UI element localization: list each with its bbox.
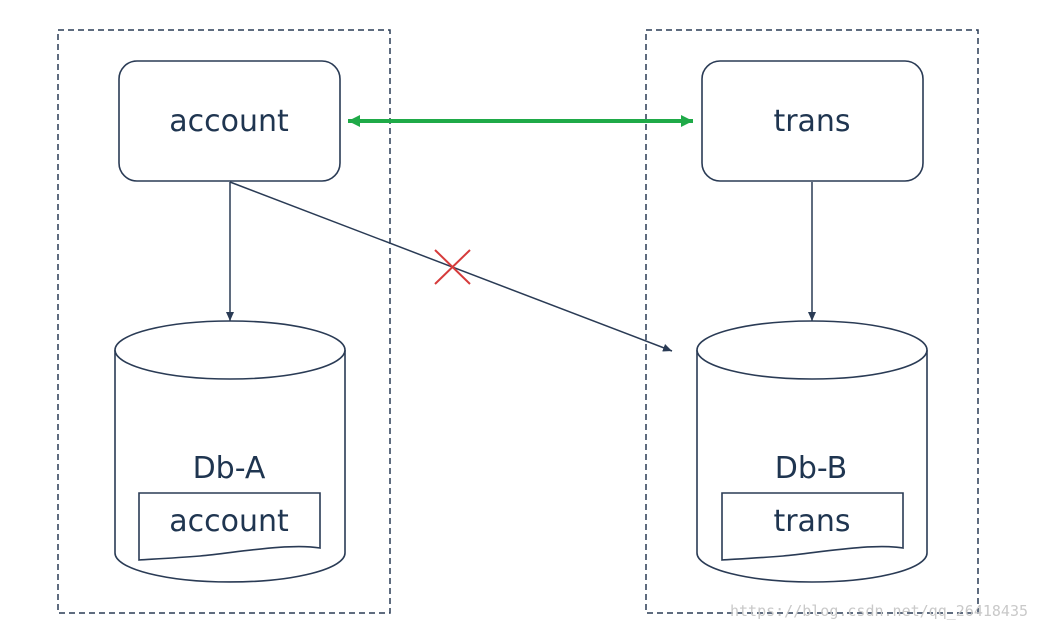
database-a-top (114, 320, 346, 380)
database-b-top (696, 320, 928, 380)
trans-service-label: trans (773, 104, 850, 139)
trans-service-node: trans (701, 60, 924, 182)
account-service-label: account (169, 104, 289, 139)
database-b-table-document (721, 492, 904, 561)
database-b-table-label: trans (773, 504, 850, 539)
service-boundary-right (645, 29, 979, 614)
database-a-table-document (138, 492, 321, 561)
x-cross-icon (434, 249, 471, 285)
database-b-name: Db-B (775, 451, 847, 486)
database-a-table-label: account (169, 504, 289, 539)
database-a-node: Db-A account (114, 320, 346, 583)
watermark: https://blog.csdn.net/qq_26418435 (730, 602, 1028, 620)
database-a-name: Db-A (193, 451, 266, 486)
account-service-node: account (118, 60, 341, 182)
service-boundary-left (57, 29, 391, 614)
database-b-node: Db-B trans (696, 320, 928, 583)
